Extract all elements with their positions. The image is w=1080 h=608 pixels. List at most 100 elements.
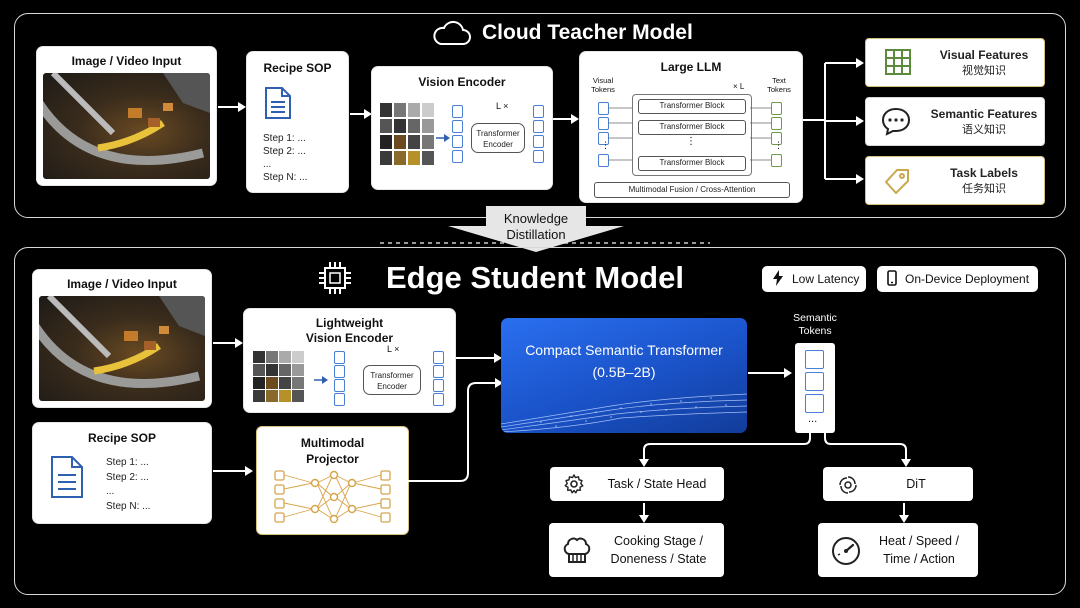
vision-encoder-title: Vision Encoder	[418, 75, 506, 89]
token-box	[533, 105, 544, 118]
text-token-box	[771, 132, 782, 145]
edge-recipe-sop-title: Recipe SOP	[87, 431, 157, 445]
semantic-token	[805, 372, 824, 391]
arrow-input-to-sop	[218, 100, 246, 118]
distillation-arrow	[446, 206, 626, 257]
image-patch-grid	[380, 103, 434, 172]
llm-xl: × L	[733, 82, 745, 91]
edge-image-input-title: Image / Video Input	[67, 277, 177, 291]
token-box	[433, 393, 444, 406]
document-icon	[264, 86, 292, 125]
transformer-block: Transformer Block	[638, 156, 746, 171]
arrow-projector-to-transformer	[408, 373, 504, 490]
sop-step: Step N: ...	[263, 172, 308, 183]
arrow-encoder-to-transformer	[456, 351, 502, 369]
lightweight-title-line2: Vision Encoder	[305, 331, 394, 345]
speech-bubble-icon	[880, 106, 912, 141]
visual-token-box	[598, 117, 609, 130]
arrow-sop-to-encoder	[350, 107, 372, 125]
task-labels-text: Task Labels 任务知识	[930, 165, 1038, 197]
multimodal-projector-card: Multimodal Projector	[256, 426, 409, 535]
heat-speed-line2: Time / Action	[883, 552, 955, 566]
sop-step: Step 1: ...	[106, 457, 149, 468]
chef-hat-icon	[561, 534, 593, 571]
lightweight-encoder-card: Lightweight Vision Encoder L × Transform…	[244, 309, 455, 412]
output-visual-features: Visual Features 视觉知识	[865, 38, 1045, 87]
semantic-features-en: Semantic Features	[930, 107, 1038, 121]
lightweight-title-line1: Lightweight	[315, 316, 384, 330]
visual-token-box	[598, 132, 609, 145]
sop-step: Step 1: ...	[263, 133, 306, 144]
task-state-head-box: Task / State Head	[550, 467, 724, 501]
lightning-icon	[772, 269, 786, 289]
on-device-badge: On-Device Deployment	[877, 266, 1038, 292]
cooking-stage-label: Cooking Stage / Doneness / State	[597, 532, 720, 568]
grid-icon	[884, 48, 912, 81]
task-state-head-label: Task / State Head	[607, 477, 707, 491]
semantic-token	[805, 394, 824, 413]
wave-graphic	[501, 384, 747, 433]
multimodal-fusion-bar: Multimodal Fusion / Cross-Attention	[594, 182, 790, 198]
cooking-image	[43, 73, 210, 179]
cloud-sop-steps: Step 1: ... Step 2: ... ... Step N: ...	[263, 132, 307, 184]
text-token-box	[771, 102, 782, 115]
edge-student-title: Edge Student Model	[386, 260, 684, 295]
token-box	[334, 379, 345, 392]
cooking-stage-line1: Cooking Stage /	[614, 534, 703, 548]
on-device-label: On-Device Deployment	[905, 272, 1030, 286]
semantic-tokens-line1: Semantic	[793, 312, 837, 324]
edge-sop-steps: Step 1: ... Step 2: ... ... Step N: ...	[106, 456, 150, 514]
token-box	[334, 351, 345, 364]
dit-box: DiT	[823, 467, 973, 501]
transformer-encoder-block: Transformer Encoder	[363, 365, 421, 395]
semantic-tokens-column: ...	[795, 343, 835, 433]
arrow-patch-to-tokens	[314, 372, 328, 390]
token-box	[433, 365, 444, 378]
token-box	[452, 105, 463, 118]
semantic-tokens-line2: Tokens	[798, 325, 832, 337]
distillation-label: Knowledge Distillation	[486, 211, 586, 243]
neural-network-icon	[273, 469, 393, 532]
low-latency-label: Low Latency	[792, 272, 860, 286]
text-token-box	[771, 117, 782, 130]
projector-title-line1: Multimodal	[300, 436, 365, 450]
transformer-block: Transformer Block	[638, 120, 746, 135]
visual-token-box	[598, 102, 609, 115]
transformer-title: Compact Semantic Transformer	[525, 342, 723, 358]
arrow-transformer-to-tokens	[748, 366, 792, 384]
visual-features-cn: 视觉知识	[962, 65, 1006, 77]
text-token-box	[771, 154, 782, 167]
sop-step: ...	[106, 486, 115, 497]
image-patch-grid	[253, 351, 305, 408]
semantic-features-text: Semantic Features 语义知识	[930, 106, 1038, 138]
arrow-dit-to-heat	[898, 503, 910, 528]
visual-tokens-ellipsis: ⋮	[601, 140, 610, 150]
tag-icon	[882, 166, 912, 201]
gear-icon	[564, 474, 584, 499]
task-labels-cn: 任务知识	[962, 183, 1006, 195]
sop-step: Step 2: ...	[263, 146, 306, 157]
token-box	[452, 150, 463, 163]
transformer-block: Transformer Block	[638, 99, 746, 114]
distillation-line2: Distillation	[506, 227, 566, 242]
transformer-block-ellipsis: ⋮	[686, 136, 696, 147]
cloud-image-input-title: Image / Video Input	[71, 54, 182, 68]
cloud-recipe-sop-card: Recipe SOP Step 1: ... Step 2: ... ... S…	[247, 52, 348, 192]
token-box	[433, 379, 444, 392]
large-llm-card: Large LLM Visual Tokens Text Tokens × L …	[580, 52, 802, 202]
arrow-patch-to-tokens	[436, 130, 450, 148]
phone-icon	[887, 269, 899, 289]
token-box	[533, 120, 544, 133]
token-box	[533, 150, 544, 163]
output-semantic-features: Semantic Features 语义知识	[865, 97, 1045, 146]
visual-token-box	[598, 154, 609, 167]
visual-tokens-label: Visual Tokens	[591, 76, 615, 94]
output-branch-arrows	[803, 55, 865, 190]
cloud-teacher-title: Cloud Teacher Model	[482, 21, 693, 44]
arrow-edge-input-to-encoder	[213, 336, 243, 354]
token-box	[452, 135, 463, 148]
token-box	[334, 393, 345, 406]
cooking-stage-line2: Doneness / State	[610, 552, 707, 566]
sop-step: ...	[263, 159, 272, 170]
transformer-encoder-block: Transformer Encoder	[471, 123, 525, 153]
